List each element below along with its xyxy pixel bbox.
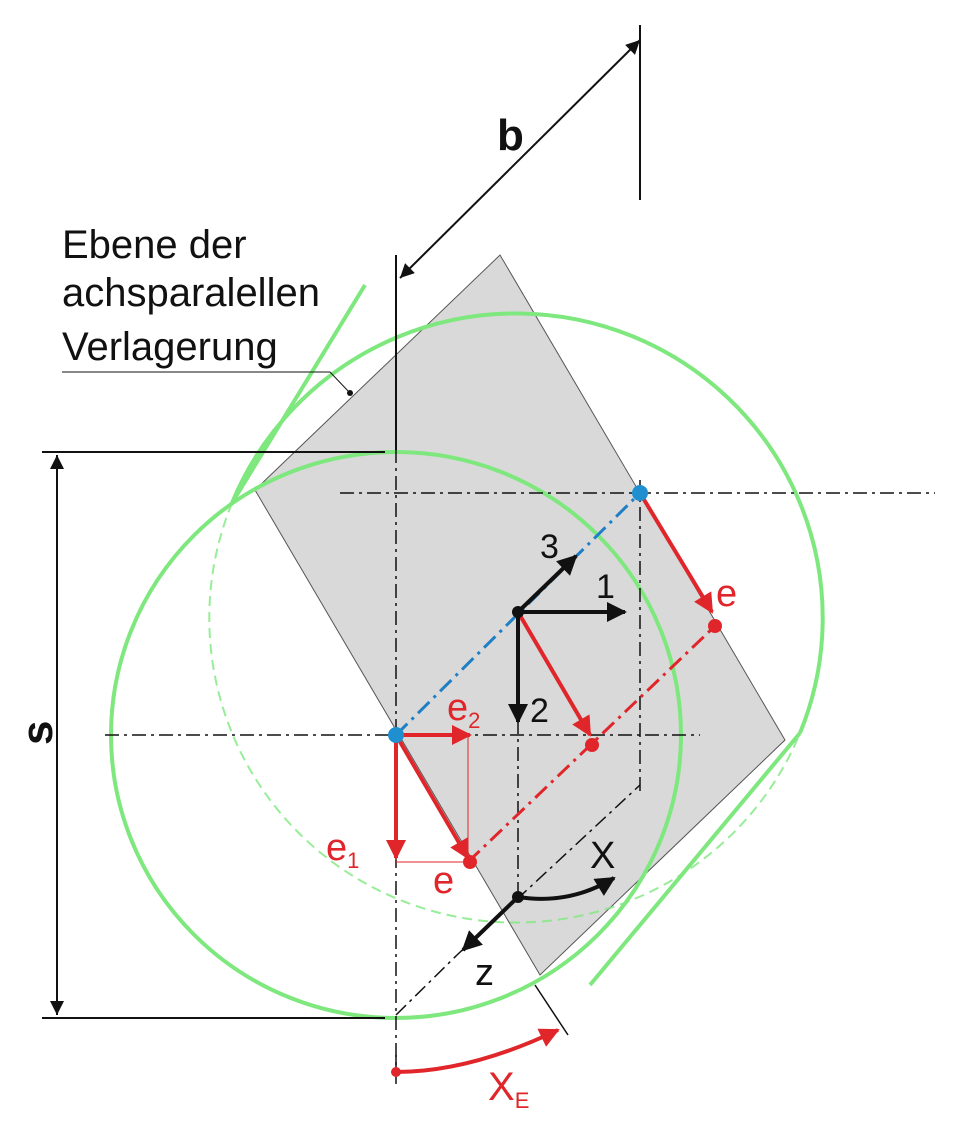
upper-ellipse-back [208, 502, 801, 924]
point-e-middle [585, 738, 599, 752]
arc-xe [395, 1028, 560, 1074]
center-point-upper [632, 485, 648, 501]
xz-axes [461, 876, 616, 952]
tangent-upper [230, 283, 367, 505]
upper-ellipse-front [230, 311, 825, 734]
point-e-lower [463, 855, 477, 869]
vector-e-middle [516, 610, 592, 737]
axis-3 [516, 554, 578, 614]
plane-leader-dot [347, 390, 353, 396]
label-axis-3: 3 [540, 528, 559, 566]
plane-leader [62, 371, 351, 394]
label-e-lower: e [433, 860, 454, 902]
label-e2: e2 [447, 687, 480, 733]
vector-e-lower [394, 733, 470, 860]
label-xe: XE [488, 1065, 529, 1113]
label-e1: e1 [326, 827, 359, 873]
red-vectors [386, 491, 714, 860]
label-z-axis: z [475, 952, 494, 994]
vector-e-upper [638, 491, 714, 614]
center-point-lower [388, 727, 404, 743]
label-s: s [13, 721, 62, 745]
angle-xe [395, 984, 569, 1075]
dimension-b [395, 25, 641, 450]
eccentric-axis [394, 491, 642, 737]
label-axis-1: 1 [596, 568, 615, 606]
plane-label-line1: Ebene der [62, 223, 247, 267]
label-axis-2: 2 [530, 692, 549, 730]
label-b: b [497, 111, 524, 160]
coordinate-axes [508, 554, 627, 724]
axis-x-arc [517, 876, 616, 901]
tangent-lower [588, 731, 802, 987]
label-x-axis: X [590, 835, 615, 877]
dimension-s [42, 451, 385, 1019]
arc-xe-start-dot [391, 1067, 401, 1077]
origin-point-123 [512, 606, 524, 618]
plane-label-line2: achsparalellen [62, 271, 320, 315]
plane-label-line3: Verlagerung [62, 325, 278, 369]
point-e-upper [708, 619, 722, 633]
axis-z [461, 895, 520, 952]
label-e-upper: e [716, 573, 737, 615]
origin-point-xz [512, 891, 524, 903]
